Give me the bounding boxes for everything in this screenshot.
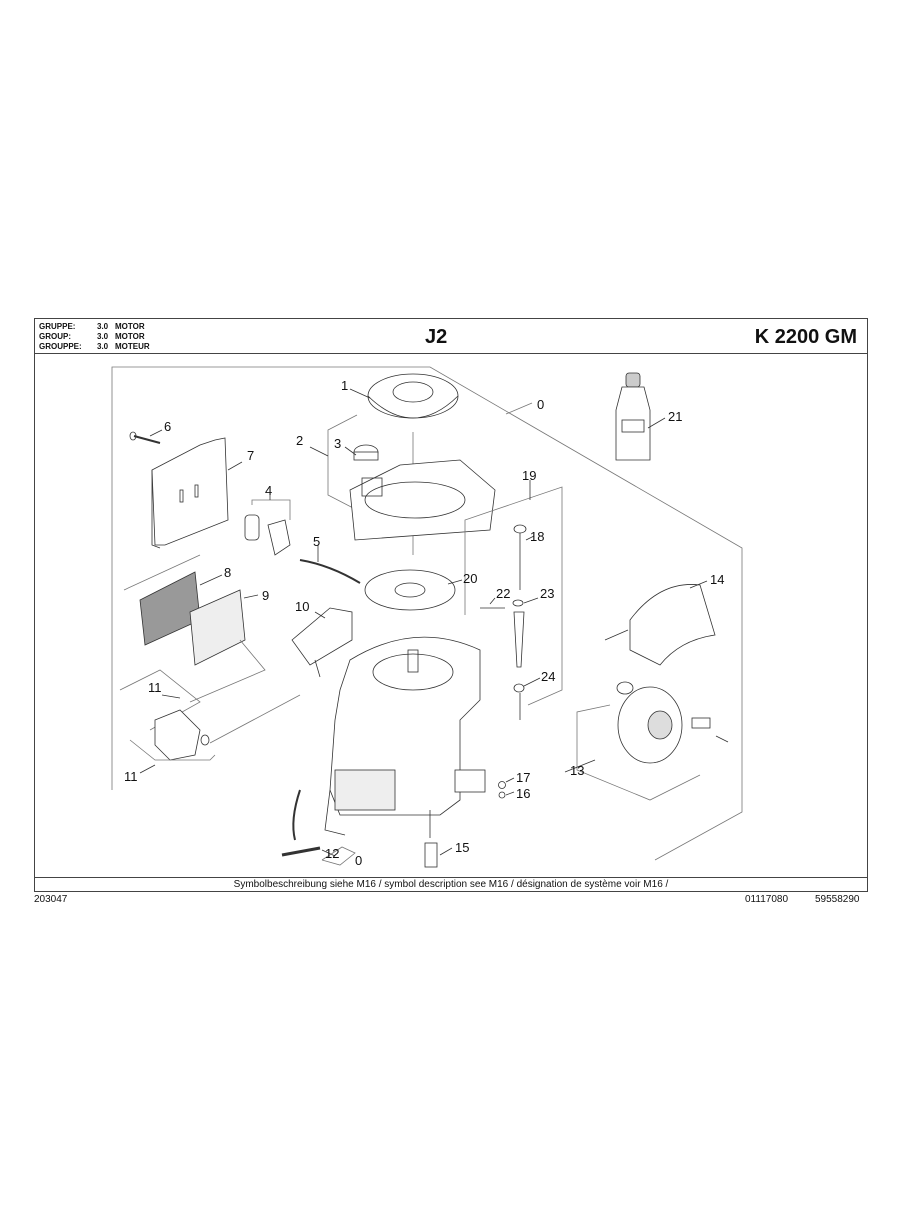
group-key: GRUPPE: bbox=[39, 322, 76, 331]
group-block: GRUPPE: 3.0 MOTOR GROUP: 3.0 MOTOR GROUP… bbox=[39, 322, 150, 352]
spark-plug-icon bbox=[281, 846, 356, 866]
group-number: 3.0 bbox=[97, 332, 109, 341]
label-9: 9 bbox=[262, 588, 269, 603]
fuel-cap-icon bbox=[344, 444, 379, 461]
fuel-hose-icon bbox=[299, 545, 361, 584]
doc-id-left: 203047 bbox=[34, 894, 68, 905]
exploded-parts-diagram: 1 2 3 4 5 6 7 8 9 10 11 11 12 0 13 14 15… bbox=[111, 366, 743, 868]
flywheel-screen-icon bbox=[364, 569, 463, 611]
screw-icon bbox=[129, 429, 163, 444]
label-0: 0 bbox=[537, 397, 544, 412]
group-number: 3.0 bbox=[97, 322, 109, 331]
label-24: 24 bbox=[541, 669, 555, 684]
label-11-top: 11 bbox=[148, 680, 162, 695]
nut-washer-icon bbox=[498, 777, 515, 799]
group-key: GROUP: bbox=[39, 332, 71, 341]
group-name: MOTEUR bbox=[115, 342, 150, 351]
group-number: 3.0 bbox=[97, 342, 109, 351]
primer-bulb-icon bbox=[244, 488, 291, 556]
label-1: 1 bbox=[341, 378, 348, 393]
muffler-guard-icon bbox=[604, 580, 716, 666]
label-3: 3 bbox=[334, 436, 341, 451]
label-0-bottom: 0 bbox=[355, 853, 362, 868]
air-filter-cover-icon bbox=[291, 607, 353, 678]
air-filter-housing-icon bbox=[151, 437, 243, 549]
model-name: K 2200 GM bbox=[754, 326, 857, 348]
symbol-note: Symbolbeschreibung siehe M16 / symbol de… bbox=[35, 877, 867, 891]
label-5: 5 bbox=[313, 534, 320, 549]
label-13: 13 bbox=[570, 763, 584, 778]
engine-block-icon bbox=[292, 636, 486, 841]
group-key: GROUPPE: bbox=[39, 342, 82, 351]
label-6: 6 bbox=[164, 419, 171, 434]
label-23: 23 bbox=[540, 586, 554, 601]
doc-id-right-1: 01117080 bbox=[745, 894, 789, 905]
label-21: 21 bbox=[668, 409, 682, 424]
oil-fill-tube-icon bbox=[464, 480, 563, 720]
label-12: 12 bbox=[325, 846, 339, 861]
doc-id-right-2: 59558290 bbox=[815, 894, 860, 905]
label-4: 4 bbox=[265, 483, 272, 498]
group-name: MOTOR bbox=[115, 322, 145, 331]
group-row-en: GROUP: 3.0 MOTOR bbox=[39, 332, 150, 342]
sheet-header: GRUPPE: 3.0 MOTOR GROUP: 3.0 MOTOR GROUP… bbox=[35, 319, 867, 354]
fuel-tank-icon bbox=[309, 414, 496, 541]
sheet-code: J2 bbox=[425, 326, 448, 348]
label-15: 15 bbox=[455, 840, 469, 855]
group-name: MOTOR bbox=[115, 332, 145, 341]
label-7: 7 bbox=[247, 448, 254, 463]
drain-plug-icon bbox=[424, 810, 453, 868]
label-14: 14 bbox=[710, 572, 724, 587]
label-8: 8 bbox=[224, 565, 231, 580]
recoil-starter-icon bbox=[349, 373, 459, 555]
parts-sheet: GRUPPE: 3.0 MOTOR GROUP: 3.0 MOTOR GROUP… bbox=[34, 318, 868, 892]
muffler-icon bbox=[564, 681, 729, 801]
label-18: 18 bbox=[530, 529, 544, 544]
label-16: 16 bbox=[516, 786, 530, 801]
label-17: 17 bbox=[516, 770, 530, 785]
group-row-fr: GROUPPE: 3.0 MOTEUR bbox=[39, 342, 150, 352]
label-2: 2 bbox=[296, 433, 303, 448]
air-filter-icon bbox=[189, 589, 266, 703]
label-20: 20 bbox=[463, 571, 477, 586]
label-22: 22 bbox=[496, 586, 510, 601]
oil-bottle-icon bbox=[615, 372, 666, 461]
group-row-de: GRUPPE: 3.0 MOTOR bbox=[39, 322, 150, 332]
label-10: 10 bbox=[295, 599, 309, 614]
label-11-bottom: 11 bbox=[124, 769, 138, 784]
carburetor-icon bbox=[119, 669, 301, 774]
label-19: 19 bbox=[522, 468, 536, 483]
